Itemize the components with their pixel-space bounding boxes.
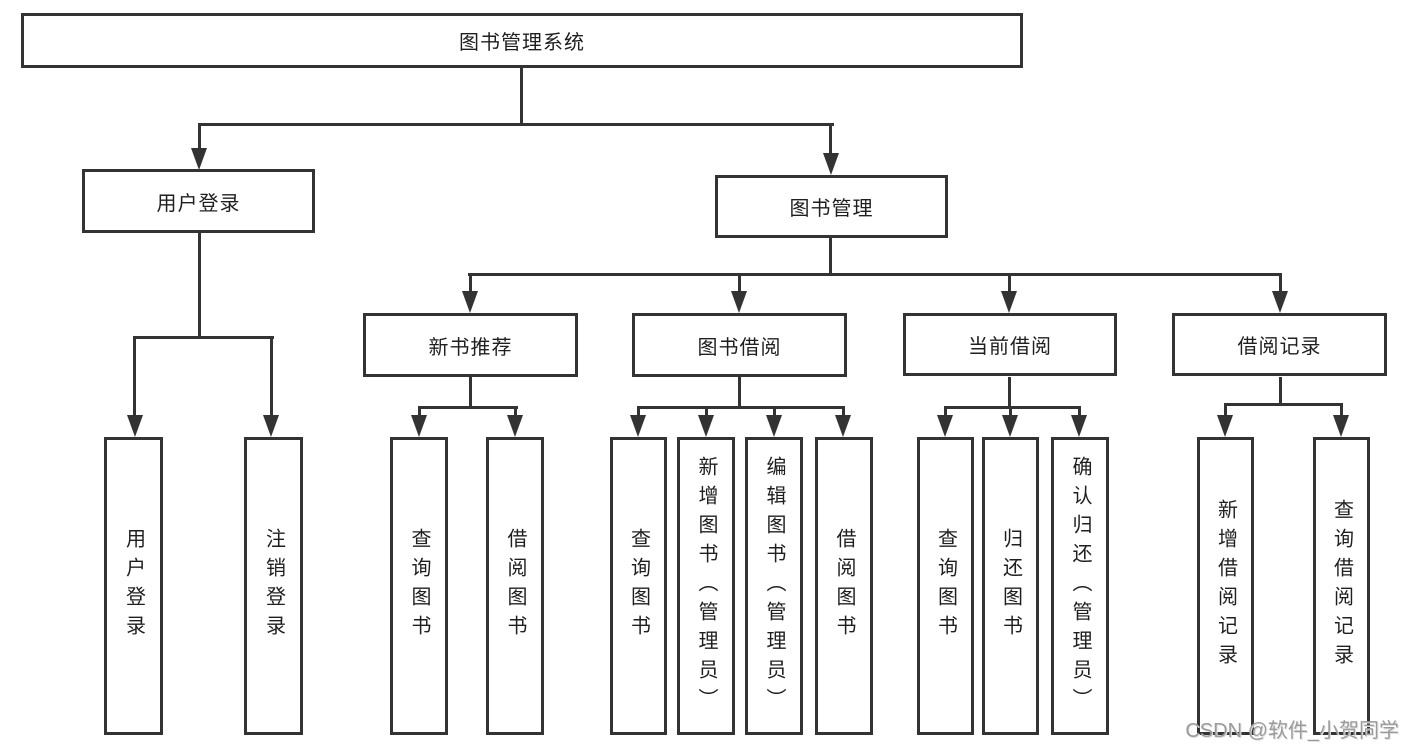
connector-line	[1279, 377, 1282, 406]
connector-arrow	[937, 415, 953, 437]
connector-line	[1008, 377, 1011, 409]
connector-line	[270, 336, 273, 421]
leaf-user-login: 用户登录	[104, 437, 163, 735]
connector-arrow	[1272, 291, 1288, 313]
leaf-logout-login: 注销登录	[244, 437, 303, 735]
leaf-borrow-books-recommend: 借阅图书	[486, 437, 544, 735]
node-label: 新书推荐	[428, 336, 513, 359]
connector-line	[1224, 403, 1343, 406]
leaf-add-book-admin: 新增图书（管理员）	[677, 437, 735, 735]
connector-arrow	[1071, 415, 1087, 437]
connector-line	[133, 336, 136, 421]
leaf-query-borrow-record: 查询借阅记录	[1313, 437, 1370, 735]
leaf-label: 归还图书	[999, 528, 1022, 644]
leaf-label: 新增借阅记录	[1214, 499, 1237, 673]
node-label: 当前借阅	[968, 336, 1052, 358]
leaf-add-borrow-record: 新增借阅记录	[1197, 437, 1254, 735]
leaf-label: 查询图书	[934, 528, 957, 644]
connector-line	[198, 123, 834, 126]
leaf-query-books-current: 查询图书	[917, 437, 974, 735]
leaf-label: 新增图书（管理员）	[695, 455, 717, 717]
connector-line	[637, 406, 640, 420]
leaf-label: 编辑图书（管理员）	[763, 455, 785, 717]
node-current-borrowing: 当前借阅	[903, 313, 1117, 376]
connector-line	[1009, 406, 1012, 420]
connector-arrow	[835, 415, 851, 437]
connector-line	[469, 377, 472, 409]
connector-arrow	[507, 415, 523, 437]
connector-arrow	[1333, 415, 1349, 437]
connector-line	[520, 68, 523, 125]
leaf-label: 查询借阅记录	[1330, 499, 1353, 673]
node-book-borrowing: 图书借阅	[632, 313, 847, 377]
connector-line	[705, 406, 708, 420]
leaf-label: 注销登录	[262, 528, 285, 644]
node-borrowing-records: 借阅记录	[1172, 313, 1387, 376]
leaf-label: 用户登录	[122, 528, 145, 644]
connector-arrow	[1217, 415, 1233, 437]
connector-arrow	[766, 415, 782, 437]
leaf-borrow-books-borrowing: 借阅图书	[815, 437, 873, 735]
connector-line	[1008, 273, 1011, 295]
connector-line	[944, 406, 947, 420]
node-user-login: 用户登录	[82, 169, 315, 233]
leaf-label: 借阅图书	[833, 528, 855, 644]
connector-arrow	[462, 291, 478, 313]
connector-arrow	[1001, 291, 1017, 313]
node-label: 图书管理	[789, 198, 874, 220]
connector-line	[842, 406, 845, 420]
node-book-management: 图书管理	[715, 175, 948, 238]
connector-line	[944, 406, 1081, 409]
connector-line	[1078, 406, 1081, 420]
connector-arrow	[630, 415, 646, 437]
leaf-edit-book-admin: 编辑图书（管理员）	[745, 437, 803, 735]
connector-line	[1224, 403, 1227, 420]
leaf-return-books: 归还图书	[982, 437, 1039, 735]
connector-arrow	[263, 415, 279, 437]
connector-line	[514, 406, 517, 420]
leaf-confirm-return-admin: 确认归还（管理员）	[1051, 437, 1109, 735]
connector-line	[637, 406, 845, 409]
node-label: 图书管理系统	[459, 32, 585, 54]
connector-arrow	[1002, 415, 1018, 437]
connector-arrow	[823, 153, 839, 175]
connector-line	[468, 273, 1282, 276]
connector-line	[469, 273, 472, 295]
watermark: CSDN @软件_小贺同学	[1185, 720, 1399, 742]
connector-arrow	[127, 415, 143, 437]
leaf-label: 查询图书	[408, 528, 430, 644]
connector-arrow	[191, 148, 207, 170]
connector-line	[738, 377, 741, 409]
connector-arrow	[731, 291, 747, 313]
leaf-label: 确认归还（管理员）	[1069, 455, 1091, 717]
connector-line	[829, 123, 832, 163]
leaf-query-books-recommend: 查询图书	[390, 437, 448, 735]
connector-line	[738, 273, 741, 295]
connector-arrow	[411, 415, 427, 437]
connector-line	[1279, 273, 1282, 295]
node-new-book-recommendation: 新书推荐	[363, 313, 578, 377]
connector-line	[418, 406, 421, 420]
connector-line	[773, 406, 776, 420]
node-label: 用户登录	[156, 192, 241, 215]
leaf-query-books-borrowing: 查询图书	[610, 437, 667, 735]
leaf-label: 查询图书	[627, 528, 650, 644]
connector-arrow	[698, 415, 714, 437]
connector-line	[418, 406, 518, 409]
connector-line	[198, 123, 201, 163]
connector-line	[829, 238, 832, 276]
node-library-system: 图书管理系统	[21, 13, 1023, 68]
connector-line	[1340, 403, 1343, 420]
leaf-label: 借阅图书	[504, 528, 526, 644]
connector-line	[133, 336, 274, 339]
node-label: 借阅记录	[1237, 336, 1322, 358]
connector-line	[198, 233, 201, 339]
node-label: 图书借阅	[697, 336, 782, 359]
